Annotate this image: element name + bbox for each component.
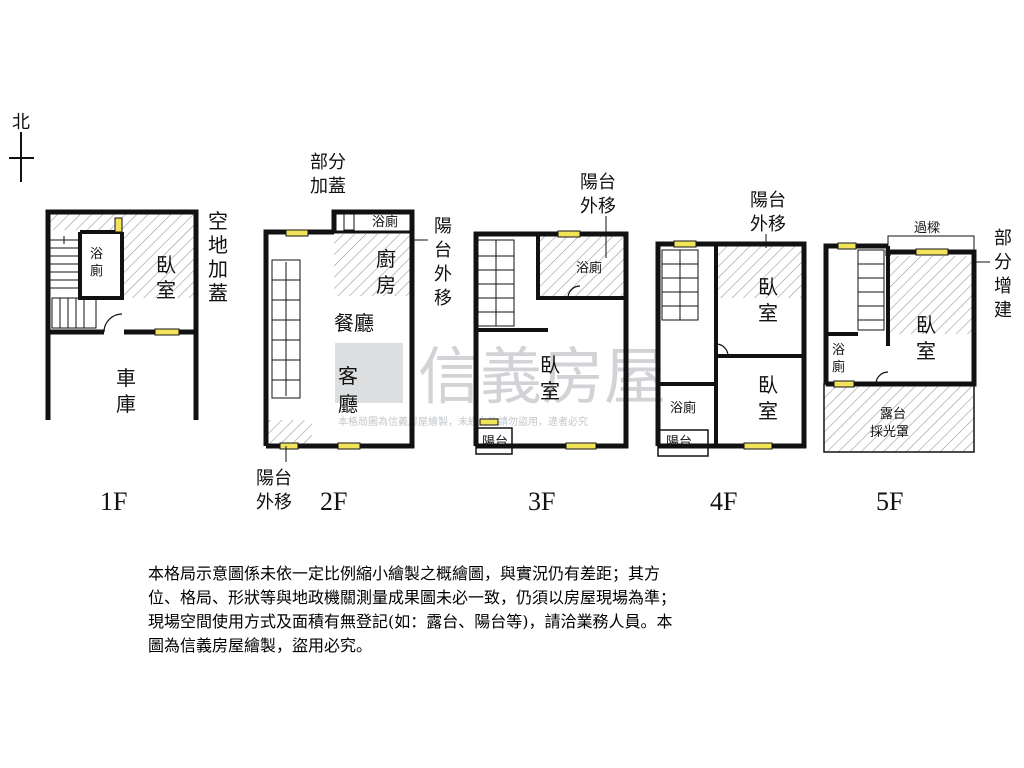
floor-label-1f: 1F [100,487,127,516]
floor-label-5f: 5F [876,487,903,516]
room-label: 陽台 [666,435,692,450]
room-label: 台 [434,240,452,261]
room-label: 室 [916,339,936,363]
stairs-icon [477,239,515,327]
floor-1f: 浴 廁 臥 室 車 庫 空 地 加 蓋 1F [45,209,228,516]
room-label: 廳 [338,392,358,416]
room-label: 部分 [310,152,346,173]
room-label: 陽台 [482,435,508,450]
room-label: 餐廳 [334,311,374,335]
room-label: 外移 [580,196,616,217]
north-arrow-icon: 北 [9,112,34,182]
window [114,217,123,233]
room-label: 臥 [156,253,176,277]
watermark: 信義房屋 本格局圖為信義房屋繪製，未經允許請勿盜用，違者必究 [335,340,666,428]
room-label: 臥 [540,353,560,377]
disclaimer-line: 位、格局、形狀等與地政機關測量成果圖未必一致，仍須以房屋現場為準； [148,588,677,607]
room-label: 廚 [376,247,396,271]
room-label: 加蓋 [310,176,346,197]
room-label: 外移 [256,492,292,513]
room-label: 露台 [880,407,906,422]
room-label: 室 [156,278,176,302]
window [154,328,180,336]
room-label: 房 [376,273,396,297]
room-label: 採光罩 [870,425,909,440]
disclaimer-line: 現場空間使用方式及面積有無登記(如：露台、陽台等)，請洽業務人員。本 [148,612,673,631]
disclaimer-line: 圖為信義房屋繪製，盜用必究。 [148,636,373,655]
floor-2f: 浴廁 廚 房 餐廳 客 廳 部分 加蓋 陽 台 外 移 陽台 外移 2F [256,152,452,516]
north-label: 北 [12,112,30,133]
room-label: 加 [208,257,228,281]
disclaimer: 本格局示意圖係未依一定比例縮小繪製之概繪圖，與實況仍有差距；其方 位、格局、形狀… [148,562,818,658]
watermark-notice: 本格局圖為信義房屋繪製，未經允許請勿盜用，違者必究 [338,415,588,428]
room-label: 車 [116,366,136,390]
floor-label-4f: 4F [710,487,737,516]
room-label: 移 [434,288,452,309]
room-label: 分 [994,252,1012,273]
room-label: 浴廁 [372,214,398,230]
room-label: 陽台 [750,190,786,211]
floor-label-2f: 2F [320,487,347,516]
room-label: 浴廁 [576,260,602,276]
room-label: 過樑 [914,221,940,236]
room-label: 廁 [90,263,103,279]
floor-5f: 過樑 臥 室 浴 廁 露台 採光罩 部 分 增 建 5F [823,221,1012,516]
room-label: 浴 [832,343,845,358]
room-label: 臥 [916,313,936,337]
room-label: 空 [208,209,228,233]
room-label: 客 [338,364,358,388]
room-label: 廁 [832,359,845,375]
room-label: 室 [540,379,560,403]
watermark-logo-icon [335,343,403,403]
room-label: 臥 [758,275,778,299]
room-label: 地 [208,233,228,257]
stairs-icon [857,249,885,331]
room-label: 部 [994,228,1012,249]
door-icon [103,313,123,333]
floor-3f: 浴廁 臥 室 陽台 陽台 外移 3F [473,172,629,516]
floor-4f: 臥 室 臥 室 浴廁 陽台 陽台 外移 4F [655,190,807,516]
room-label: 建 [994,300,1012,321]
room-label: 外移 [750,214,786,235]
room-label: 室 [758,399,778,423]
room-label: 陽 [434,216,452,237]
stairs-icon [661,249,699,321]
stairs-icon [271,259,301,399]
room-label: 庫 [116,392,136,416]
room-label: 浴廁 [670,400,696,416]
room-label: 臥 [758,373,778,397]
room-label: 外 [434,264,452,285]
room-label: 陽台 [580,172,616,193]
floor-label-3f: 3F [528,487,555,516]
stairs-icon [50,236,97,329]
room-label: 室 [758,301,778,325]
room-label: 陽台 [256,468,292,489]
room-label: 蓋 [208,281,228,305]
room-label: 增 [994,276,1012,297]
disclaimer-line: 本格局示意圖係未依一定比例縮小繪製之概繪圖，與實況仍有差距；其方 [148,564,661,583]
room-label: 浴 [90,247,103,262]
